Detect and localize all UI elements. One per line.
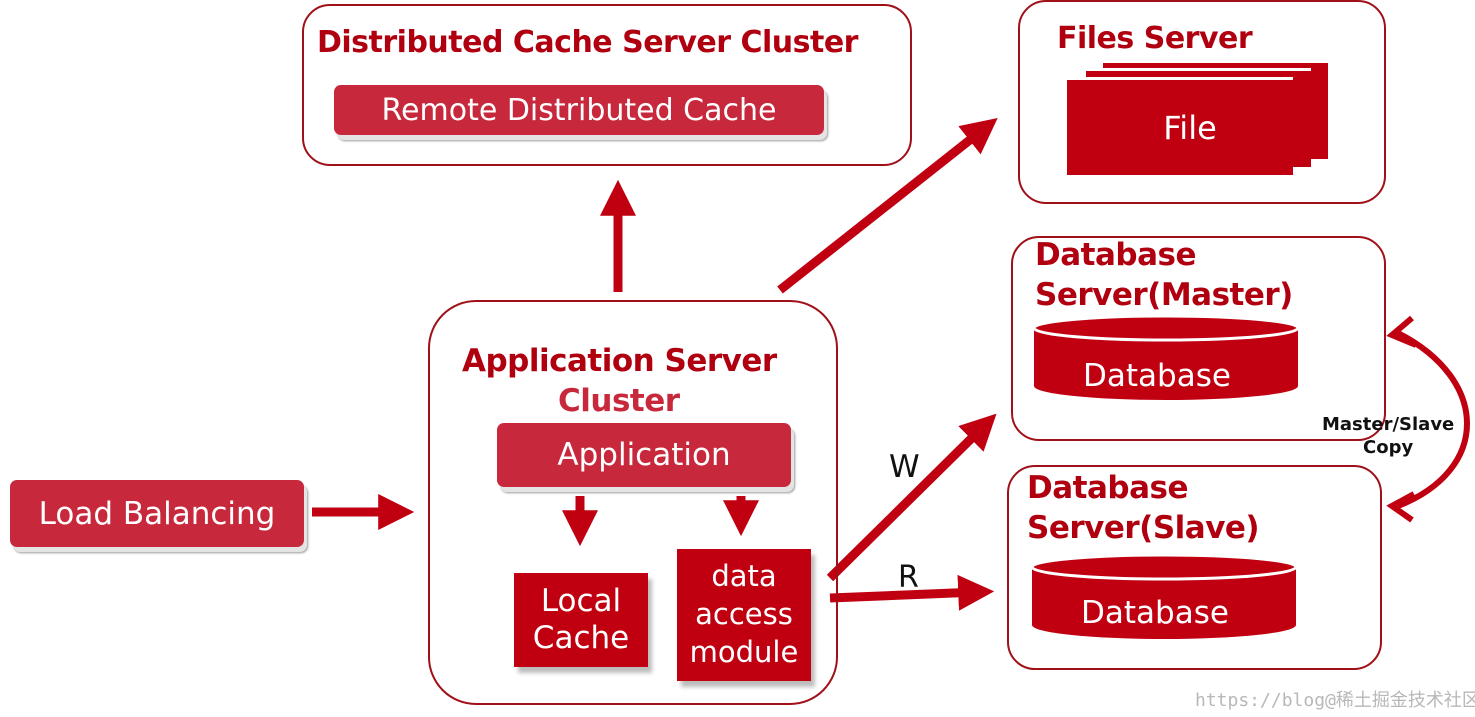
- local-cache: Local Cache: [514, 573, 648, 667]
- db-server-master: Database Server(Master) Database: [1011, 236, 1386, 441]
- app-cluster-title-line2: Cluster: [558, 383, 680, 419]
- db-server-slave: Database Server(Slave) Database: [1007, 465, 1382, 670]
- file-icon: File: [1067, 77, 1293, 175]
- dam-line3: module: [689, 634, 799, 669]
- arrowhead-slave: [1386, 491, 1416, 523]
- distributed-cache-title: Distributed Cache Server Cluster: [317, 25, 858, 60]
- dam-line2: access: [695, 597, 793, 632]
- file-label: File: [1163, 108, 1217, 147]
- replication-line1: Master/Slave: [1322, 414, 1455, 435]
- replication-line2: Copy: [1363, 437, 1414, 459]
- db-slave-label: Database: [1081, 595, 1229, 631]
- write-label: W: [889, 449, 920, 485]
- application-server-cluster: Application Server Cluster: [428, 300, 838, 705]
- arrow-read-to-slave: [829, 574, 995, 611]
- distributed-cache-cluster: Distributed Cache Server Cluster Remote …: [302, 4, 912, 166]
- db-master-title-line1: Database: [1035, 237, 1196, 273]
- watermark: https://blog@稀土掘金技术社区: [1195, 690, 1475, 711]
- data-access-module: data access module: [677, 549, 811, 681]
- replication-label: Master/Slave Copy: [1322, 413, 1454, 460]
- remote-distributed-cache: Remote Distributed Cache: [334, 85, 824, 135]
- database-cylinder-master: [1032, 314, 1300, 400]
- dam-line1: data: [711, 559, 777, 594]
- load-balancing: Load Balancing: [10, 480, 304, 547]
- db-slave-title-line1: Database: [1027, 470, 1188, 506]
- db-master-title-line2: Server(Master): [1035, 277, 1293, 313]
- database-cylinder-slave: [1030, 553, 1298, 639]
- application: Application: [497, 423, 791, 487]
- read-label: R: [898, 560, 919, 595]
- app-cluster-title-line1: Application Server: [462, 343, 777, 379]
- arrow-master-slave-copy: [1396, 330, 1470, 509]
- db-master-label: Database: [1083, 358, 1231, 394]
- arrow-app-to-files: [777, 117, 998, 294]
- local-cache-line1: Local: [540, 582, 622, 619]
- local-cache-line2: Cache: [532, 620, 630, 656]
- files-server: Files Server File: [1018, 0, 1386, 204]
- files-server-title: Files Server: [1057, 21, 1253, 56]
- arrow-write-to-master: [826, 413, 997, 582]
- db-slave-title-line2: Server(Slave): [1027, 510, 1260, 546]
- arrowhead-master: [1386, 315, 1418, 348]
